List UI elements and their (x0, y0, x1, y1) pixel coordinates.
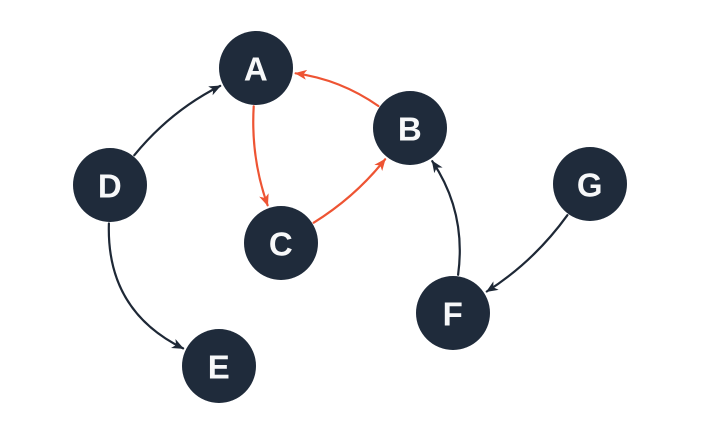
edge-D-E (107, 222, 185, 350)
node-label-C: C (269, 226, 293, 263)
node-circle-B (373, 91, 447, 165)
node-label-G: G (577, 167, 603, 204)
node-E: E (182, 329, 256, 403)
node-circle-A (219, 31, 293, 105)
edge-D-A (133, 84, 222, 157)
node-circle-F (416, 276, 490, 350)
node-circle-G (553, 147, 627, 221)
node-F: F (416, 276, 490, 350)
node-C: C (244, 206, 318, 280)
edge-G-F (485, 214, 569, 293)
node-B: B (373, 91, 447, 165)
node-label-E: E (208, 349, 231, 386)
node-circle-E (182, 329, 256, 403)
edge-F-B (431, 160, 461, 276)
node-label-B: B (398, 111, 422, 148)
edge-A-C (252, 105, 269, 207)
node-label-A: A (244, 51, 268, 88)
node-circle-D (73, 148, 147, 222)
node-A: A (219, 31, 293, 105)
edge-layer (107, 69, 569, 350)
edge-C-B (312, 158, 387, 224)
node-layer: A B C D E F G (73, 31, 627, 403)
node-D: D (73, 148, 147, 222)
node-circle-C (244, 206, 318, 280)
node-G: G (553, 147, 627, 221)
node-label-F: F (443, 296, 464, 333)
node-label-D: D (98, 168, 122, 205)
edge-B-A (294, 69, 380, 108)
